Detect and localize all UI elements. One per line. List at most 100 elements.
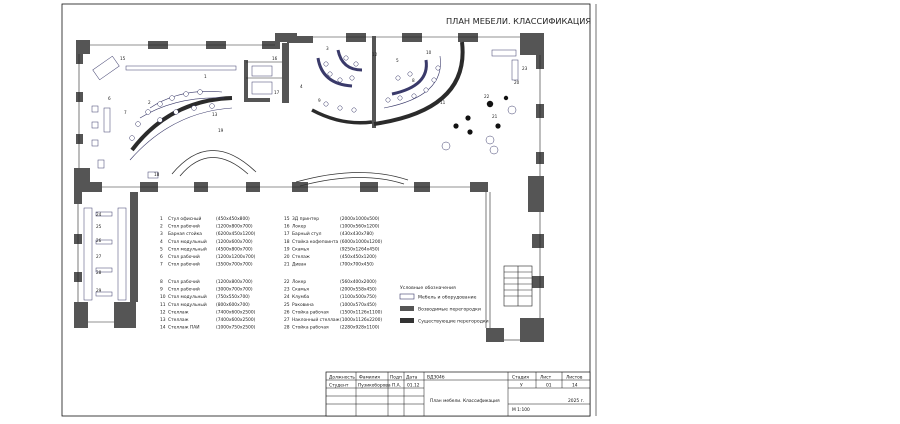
plan-number-label: 17 <box>274 90 280 95</box>
furniture-name: Локер <box>292 224 306 230</box>
furniture-number: 9 <box>160 287 163 293</box>
legend-swatch-furniture <box>399 293 415 300</box>
plan-number-label: 23 <box>522 66 528 71</box>
exterior-walls <box>74 33 544 342</box>
tb-header-sheet: Лист <box>540 375 552 381</box>
tb-project-code: ВДЗ04б <box>427 374 445 381</box>
legend-swatch-new-partitions <box>400 306 414 311</box>
interior-partitions <box>244 36 376 128</box>
plan-number-label: 27 <box>96 254 102 259</box>
furniture-name: Раковина <box>292 302 314 308</box>
furniture-name: Барная стойка <box>168 230 202 237</box>
page-title: ПЛАН МЕБЕЛИ. КЛАССИФИКАЦИЯ <box>446 16 591 26</box>
tb-header-stage: Стадия <box>512 375 529 381</box>
plan-number-label: 21 <box>492 114 498 119</box>
tb-header-sheets: Листов <box>566 375 583 381</box>
furniture-name: Стол модульный <box>168 293 207 300</box>
furniture-dimensions: (2000х1000х500) <box>340 216 380 222</box>
plan-number-label: 15 <box>120 56 126 61</box>
furniture-number: 24 <box>284 294 290 300</box>
furniture-dimensions: (1200х600х700) <box>216 239 253 245</box>
plan-number-label: 22 <box>484 94 490 99</box>
furniture-dimensions: (800х600х700) <box>216 302 250 308</box>
furniture-dimensions: (9250х1264х450) <box>340 246 380 252</box>
tb-header-date: Дата <box>406 375 418 381</box>
tb-sheet-count: 14 <box>572 383 578 389</box>
furniture-number: 7 <box>160 262 163 268</box>
furniture-name: Скамья <box>292 246 309 252</box>
furniture-number: 8 <box>160 279 163 285</box>
furniture-name: Стол рабочий <box>168 253 200 260</box>
stairwell <box>503 265 533 307</box>
furniture-number: 2 <box>160 224 163 230</box>
furniture-dimensions: (1000х750х2500) <box>216 325 256 331</box>
furniture-number: 15 <box>284 216 290 222</box>
furniture-number: 23 <box>284 287 290 293</box>
legend-heading: Условные обозначения <box>400 285 456 291</box>
furniture-name: Наклонный стеллаж <box>292 316 340 323</box>
plan-number-label: 11 <box>440 100 446 105</box>
furniture-name: Стул офисный <box>168 215 201 222</box>
furniture-dimensions: (450х450х1200) <box>340 254 377 260</box>
plan-number-label: 19 <box>218 128 224 133</box>
furniture-number: 11 <box>160 302 166 308</box>
furniture-number: 12 <box>160 309 166 315</box>
furniture-name: Диван <box>292 262 307 268</box>
plan-number-label: 24 <box>96 212 102 217</box>
furniture-dimensions: (750х550х700) <box>216 294 250 300</box>
furniture-number: 1 <box>160 216 163 222</box>
furniture-dimensions: (560х400х2000) <box>340 279 377 285</box>
furniture-name: Стеллаж <box>168 317 189 323</box>
tb-date: 01.12 <box>407 383 420 389</box>
title-block: Должность Фамилия Подп Дата ВДЗ04б Студе… <box>325 371 591 417</box>
plan-number-label: 12 <box>372 52 378 57</box>
furniture-dimensions: (1000х1126х2200) <box>340 317 382 323</box>
furniture-lab-block <box>83 207 127 301</box>
plan-number-label: 9 <box>318 98 321 103</box>
tb-header-surname: Фамилия <box>359 375 380 381</box>
plan-number-label: 2 <box>148 100 151 105</box>
plan-number-label: 13 <box>212 112 218 117</box>
furniture-dimensions: (6200х450х1200) <box>216 231 256 237</box>
legend-item-new-partitions: Возводимые перегородки <box>418 307 481 313</box>
plan-number-label: 8 <box>412 78 415 83</box>
furniture-dimensions: (1000х560х1200) <box>340 224 380 230</box>
plan-number-label: 1 <box>204 74 207 79</box>
tb-stage: У <box>520 383 523 389</box>
furniture-number: 14 <box>160 325 166 331</box>
furniture-name: Стол рабочий <box>168 223 200 230</box>
furniture-dimensions: (3500х700х700) <box>216 262 253 268</box>
furniture-name: Стеллаж <box>168 309 189 315</box>
tb-header-signature: Подп <box>390 375 402 381</box>
legend: Условные обозначения Мебель и оборудован… <box>399 285 489 325</box>
furniture-dimensions: (1000х570х450) <box>340 302 377 308</box>
plan-number-label: 7 <box>124 110 127 115</box>
legend-swatch-existing-partitions <box>400 318 414 323</box>
furniture-dimensions: (430х430х780) <box>340 231 374 237</box>
furniture-dimensions: (1500х1126х1100) <box>340 309 382 315</box>
legend-item-existing-partitions: Существующие перегородки <box>418 319 489 325</box>
furniture-dimensions: (4500х800х700) <box>216 246 253 252</box>
sheet-frame <box>61 3 591 417</box>
furniture-dimensions: (1200х1200х700) <box>216 254 256 260</box>
furniture-number: 22 <box>284 279 290 285</box>
furniture-number: 10 <box>160 294 166 300</box>
plan-number-label: 25 <box>96 224 102 229</box>
furniture-number: 4 <box>160 239 163 245</box>
furniture-dimensions: (1100х500х750) <box>340 294 377 300</box>
furniture-number: 3 <box>160 231 163 237</box>
plan-number-label: 18 <box>154 172 160 177</box>
tb-year: 2025 г. <box>568 398 584 404</box>
tb-student-surname: Пузикоборова П.А. <box>358 382 401 389</box>
furniture-number: 27 <box>284 317 290 323</box>
plan-number-label: 4 <box>300 84 303 89</box>
tb-sheet-number: 01 <box>546 383 552 389</box>
furniture-dimensions: (700х700х450) <box>340 262 374 268</box>
furniture-dimensions: (2280х928х1100) <box>340 325 380 331</box>
furniture-name: Стойка рабочая <box>292 308 329 315</box>
plan-number-labels: 1517621319181617395108111242021222324252… <box>96 46 528 293</box>
furniture-name: Скамья <box>292 287 309 293</box>
plan-number-label: 6 <box>108 96 111 101</box>
